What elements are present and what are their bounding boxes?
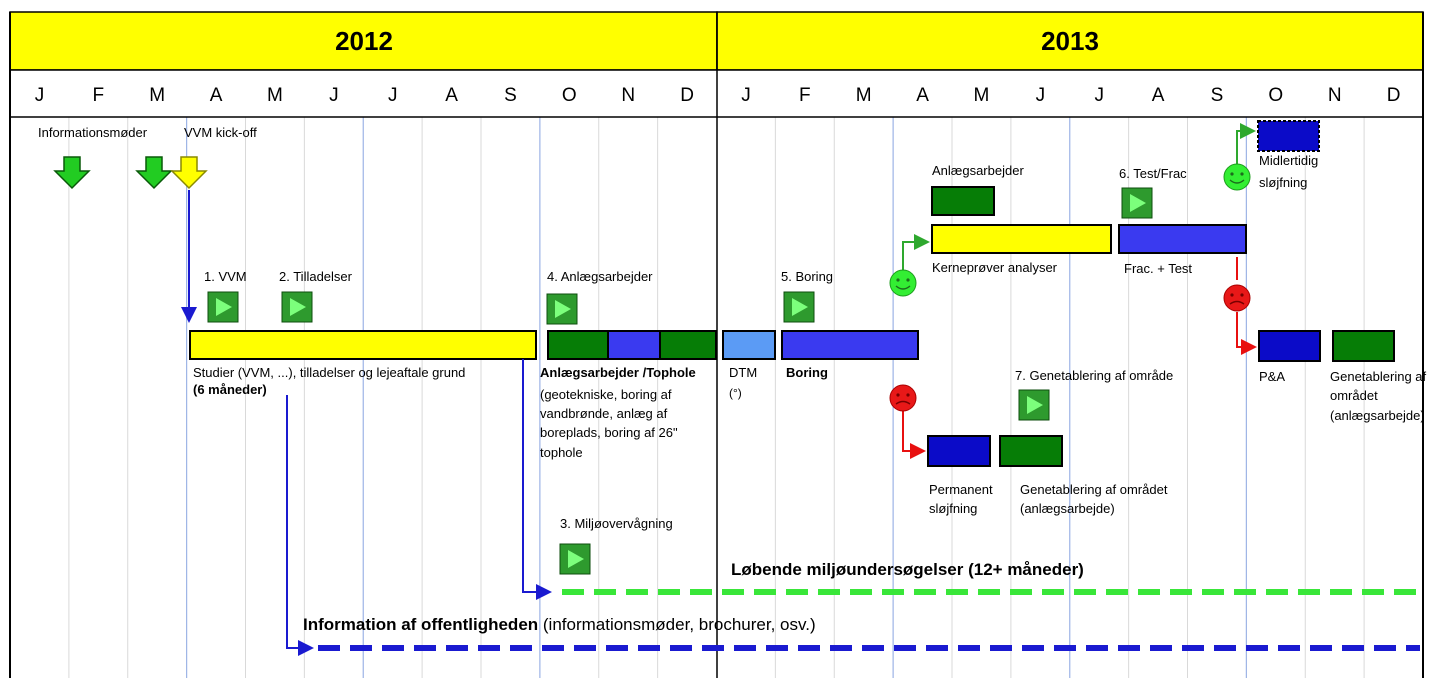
connector-arrow — [286, 395, 314, 656]
step-6-label: 6. Test/Frac — [1119, 166, 1187, 181]
anlaeg-desc-line: boreplads, boring af 26" — [540, 425, 678, 440]
play-icon — [281, 291, 313, 323]
play-icon — [783, 291, 815, 323]
year-label-2013: 2013 — [1041, 26, 1099, 56]
anlaeg-tophole-label: Anlægsarbejder /Tophole — [540, 365, 696, 380]
studier-label: Studier (VVM, ...), tilladelser og lejea… — [193, 365, 465, 380]
task-bar-kerne — [931, 224, 1112, 254]
anlaeg-desc-line: (geotekniske, boring af — [540, 387, 672, 402]
connector-arrow — [522, 359, 552, 600]
play-icon — [1121, 187, 1153, 219]
permanent-label-line: sløjfning — [929, 501, 977, 516]
task-bar-studier — [189, 330, 537, 360]
month-label: M — [267, 85, 283, 106]
vvm-kickoff-label: VVM kick-off — [184, 125, 257, 140]
happy-face-icon — [1223, 163, 1251, 191]
midl-label-line: Midlertidig — [1259, 153, 1318, 168]
task-bar-genetab — [999, 435, 1063, 467]
month-label: F — [93, 85, 105, 106]
play-icon — [1018, 389, 1050, 421]
step-2-label: 2. Tilladelser — [279, 269, 353, 284]
kerne-label: Kerneprøver analyser — [932, 260, 1058, 275]
task-bar-boring-vandbronde — [607, 330, 661, 360]
month-label: J — [741, 85, 751, 106]
anlaeg-desc-line: vandbrønde, anlæg af — [540, 406, 668, 421]
sad-face-icon — [889, 384, 917, 412]
task-bar-boring — [781, 330, 919, 360]
miljo-label: Løbende miljøundersøgelser (12+ måneder) — [731, 560, 1084, 579]
anlaeg-desc-line: tophole — [540, 445, 583, 460]
month-label: M — [856, 85, 872, 106]
month-label: J — [1036, 85, 1046, 106]
task-bar-pa — [1258, 330, 1321, 362]
down-arrow-icon — [53, 156, 91, 190]
month-label: D — [1387, 85, 1401, 106]
studier-duration: (6 måneder) — [193, 382, 267, 397]
info-meetings-label: Informationsmøder — [38, 125, 148, 140]
down-arrow-icon — [170, 156, 208, 190]
play-icon — [207, 291, 239, 323]
task-bar-genetab-right — [1332, 330, 1395, 362]
sad-face-icon — [1223, 284, 1251, 312]
task-bar-permanent — [927, 435, 991, 467]
branch-arrow-up — [1236, 123, 1256, 165]
month-label: S — [1211, 85, 1224, 106]
month-label: M — [149, 85, 165, 106]
branch-arrow-down — [1236, 312, 1257, 355]
genetab-right-line: Genetablering af — [1330, 369, 1427, 384]
down-arrow-icon — [135, 156, 173, 190]
dtm-note: (°) — [729, 386, 742, 400]
month-label: A — [210, 85, 223, 106]
month-label: O — [1268, 85, 1283, 106]
task-bar-anlaeg — [547, 330, 609, 360]
happy-face-icon — [889, 269, 917, 297]
info-public-bold: Information af offentligheden — [303, 615, 538, 634]
step-5-label: 5. Boring — [781, 269, 833, 284]
info-public-rest: (informationsmøder, brochurer, osv.) — [538, 615, 815, 634]
step-3-label: 3. Miljøovervågning — [560, 516, 673, 531]
genetab-label-line: Genetablering af området — [1020, 482, 1168, 497]
year-label-2012: 2012 — [335, 26, 393, 56]
pa-label: P&A — [1259, 369, 1285, 384]
play-icon — [559, 543, 591, 575]
month-label: J — [329, 85, 339, 106]
frac-label: Frac. + Test — [1124, 261, 1192, 276]
task-bar-anlaeg-top — [931, 186, 995, 216]
month-label: J — [388, 85, 398, 106]
genetab-right-line: (anlægsarbejde) — [1330, 408, 1425, 423]
month-label: F — [799, 85, 811, 106]
month-label: A — [916, 85, 929, 106]
anlaeg-top-label: Anlægsarbejder — [932, 163, 1024, 178]
step-1-label: 1. VVM — [204, 269, 247, 284]
genetab-label-line: (anlægsarbejde) — [1020, 501, 1115, 516]
step-7-label: 7. Genetablering af område — [1015, 368, 1173, 383]
month-label: N — [621, 85, 635, 106]
task-bar-tophole — [659, 330, 717, 360]
task-bar-dtm — [722, 330, 776, 360]
month-label: J — [35, 85, 45, 106]
genetab-right-line: området — [1330, 388, 1378, 403]
midl-label-line: sløjfning — [1259, 175, 1307, 190]
boring-label: Boring — [786, 365, 828, 380]
month-label: M — [974, 85, 990, 106]
month-label: A — [445, 85, 458, 106]
year-header: 2012 2013 — [9, 11, 1424, 71]
play-icon — [546, 293, 578, 325]
month-label: J — [1094, 85, 1104, 106]
task-bar-midlertidig — [1257, 120, 1320, 152]
month-label: O — [562, 85, 577, 106]
task-bar-frac — [1118, 224, 1247, 254]
month-label: S — [504, 85, 517, 106]
month-label: N — [1328, 85, 1342, 106]
step-4-label: 4. Anlægsarbejder — [547, 269, 653, 284]
info-public-label: Information af offentligheden (informati… — [303, 615, 816, 634]
month-grid — [68, 70, 1365, 678]
month-label: D — [680, 85, 694, 106]
permanent-label-line: Permanent — [929, 482, 993, 497]
month-label: A — [1152, 85, 1165, 106]
dtm-label: DTM — [729, 365, 757, 380]
